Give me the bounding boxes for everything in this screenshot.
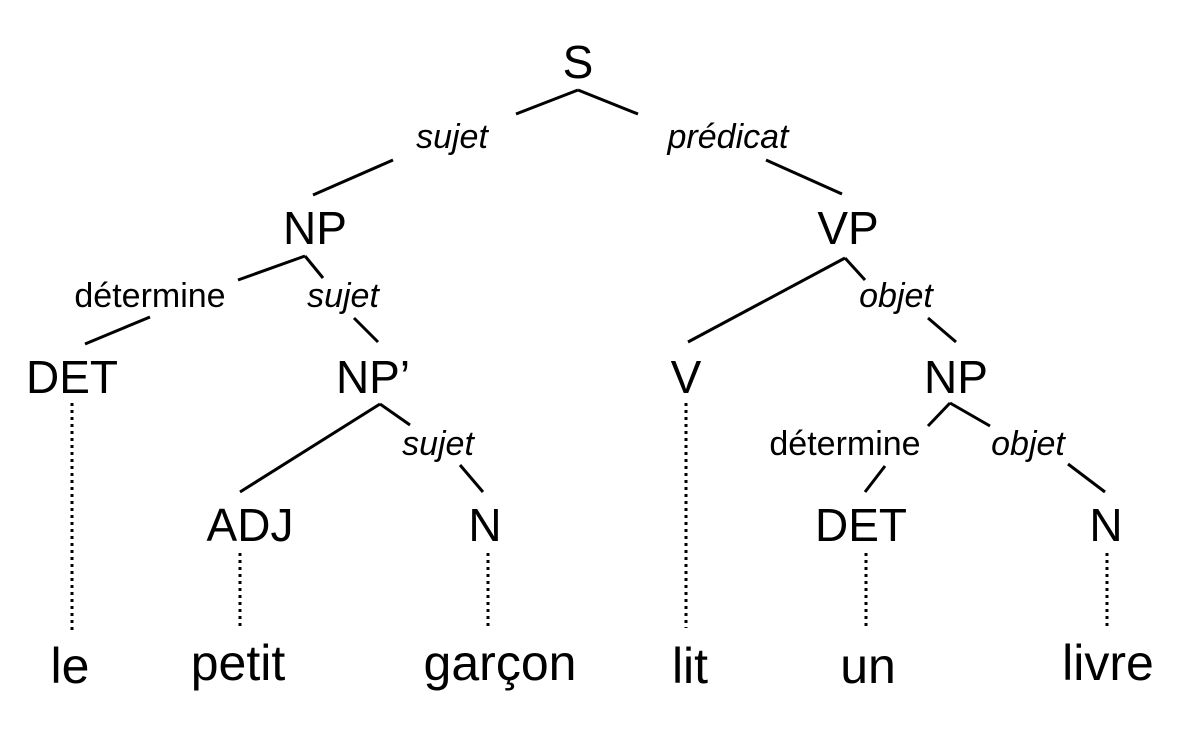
relation-label-np-det: détermine	[74, 277, 225, 315]
node-s: S	[563, 36, 594, 88]
edge-np2-n	[949, 401, 991, 428]
node-vp: VP	[817, 202, 878, 254]
word-lit: lit	[672, 638, 708, 694]
node-det-2: DET	[815, 499, 907, 551]
lexical-links	[70, 403, 1109, 630]
edge-vp-v	[687, 256, 846, 344]
edge-s-vp	[577, 88, 639, 116]
edge-np-npp-lower	[352, 316, 380, 344]
edge-np2-det	[926, 401, 952, 428]
edge-npp-adj	[239, 402, 381, 494]
word-le: le	[51, 638, 90, 694]
node-adj: ADJ	[207, 499, 294, 551]
edge-s-np-lower	[312, 158, 394, 197]
category-nodes: S NP VP DET NP’ V NP ADJ N DET N	[26, 36, 1123, 551]
edge-vp-np-lower	[927, 316, 957, 344]
node-n-2: N	[1089, 499, 1122, 551]
word-garcon: garçon	[424, 635, 577, 691]
word-petit: petit	[191, 635, 286, 691]
relation-label-npp-n: sujet	[402, 425, 475, 463]
relation-label-np2-det: détermine	[769, 425, 920, 463]
edge-np2-det-lower	[863, 465, 887, 493]
edge-np2-n-lower	[1067, 462, 1106, 494]
word-un: un	[840, 638, 896, 694]
node-np-subject: NP	[283, 202, 347, 254]
sentence-words: le petit garçon lit un livre	[51, 635, 1154, 694]
relation-label-vp-np: objet	[859, 277, 934, 315]
node-det-1: DET	[26, 351, 118, 403]
relation-label-s-vp: prédicat	[667, 118, 791, 156]
node-np-prime: NP’	[336, 351, 410, 403]
tree-edges	[84, 88, 1106, 494]
edge-npp-n	[379, 402, 411, 427]
edge-npp-n-lower	[458, 464, 485, 493]
relation-label-np2-n: objet	[991, 425, 1066, 463]
edge-s-np	[515, 88, 579, 116]
edge-np-det	[237, 254, 306, 282]
edge-s-vp-lower	[765, 158, 843, 196]
node-np-object: NP	[924, 351, 988, 403]
edge-np-npp	[303, 255, 325, 279]
node-v: V	[671, 351, 702, 403]
node-n-1: N	[468, 499, 501, 551]
edge-vp-np	[843, 256, 867, 282]
relation-label-np-npp: sujet	[307, 277, 380, 315]
edge-np-det-lower	[84, 315, 151, 346]
word-livre: livre	[1062, 635, 1154, 691]
relation-label-s-np: sujet	[416, 118, 489, 156]
relation-labels: sujet prédicat détermine sujet sujet obj…	[74, 118, 1066, 463]
